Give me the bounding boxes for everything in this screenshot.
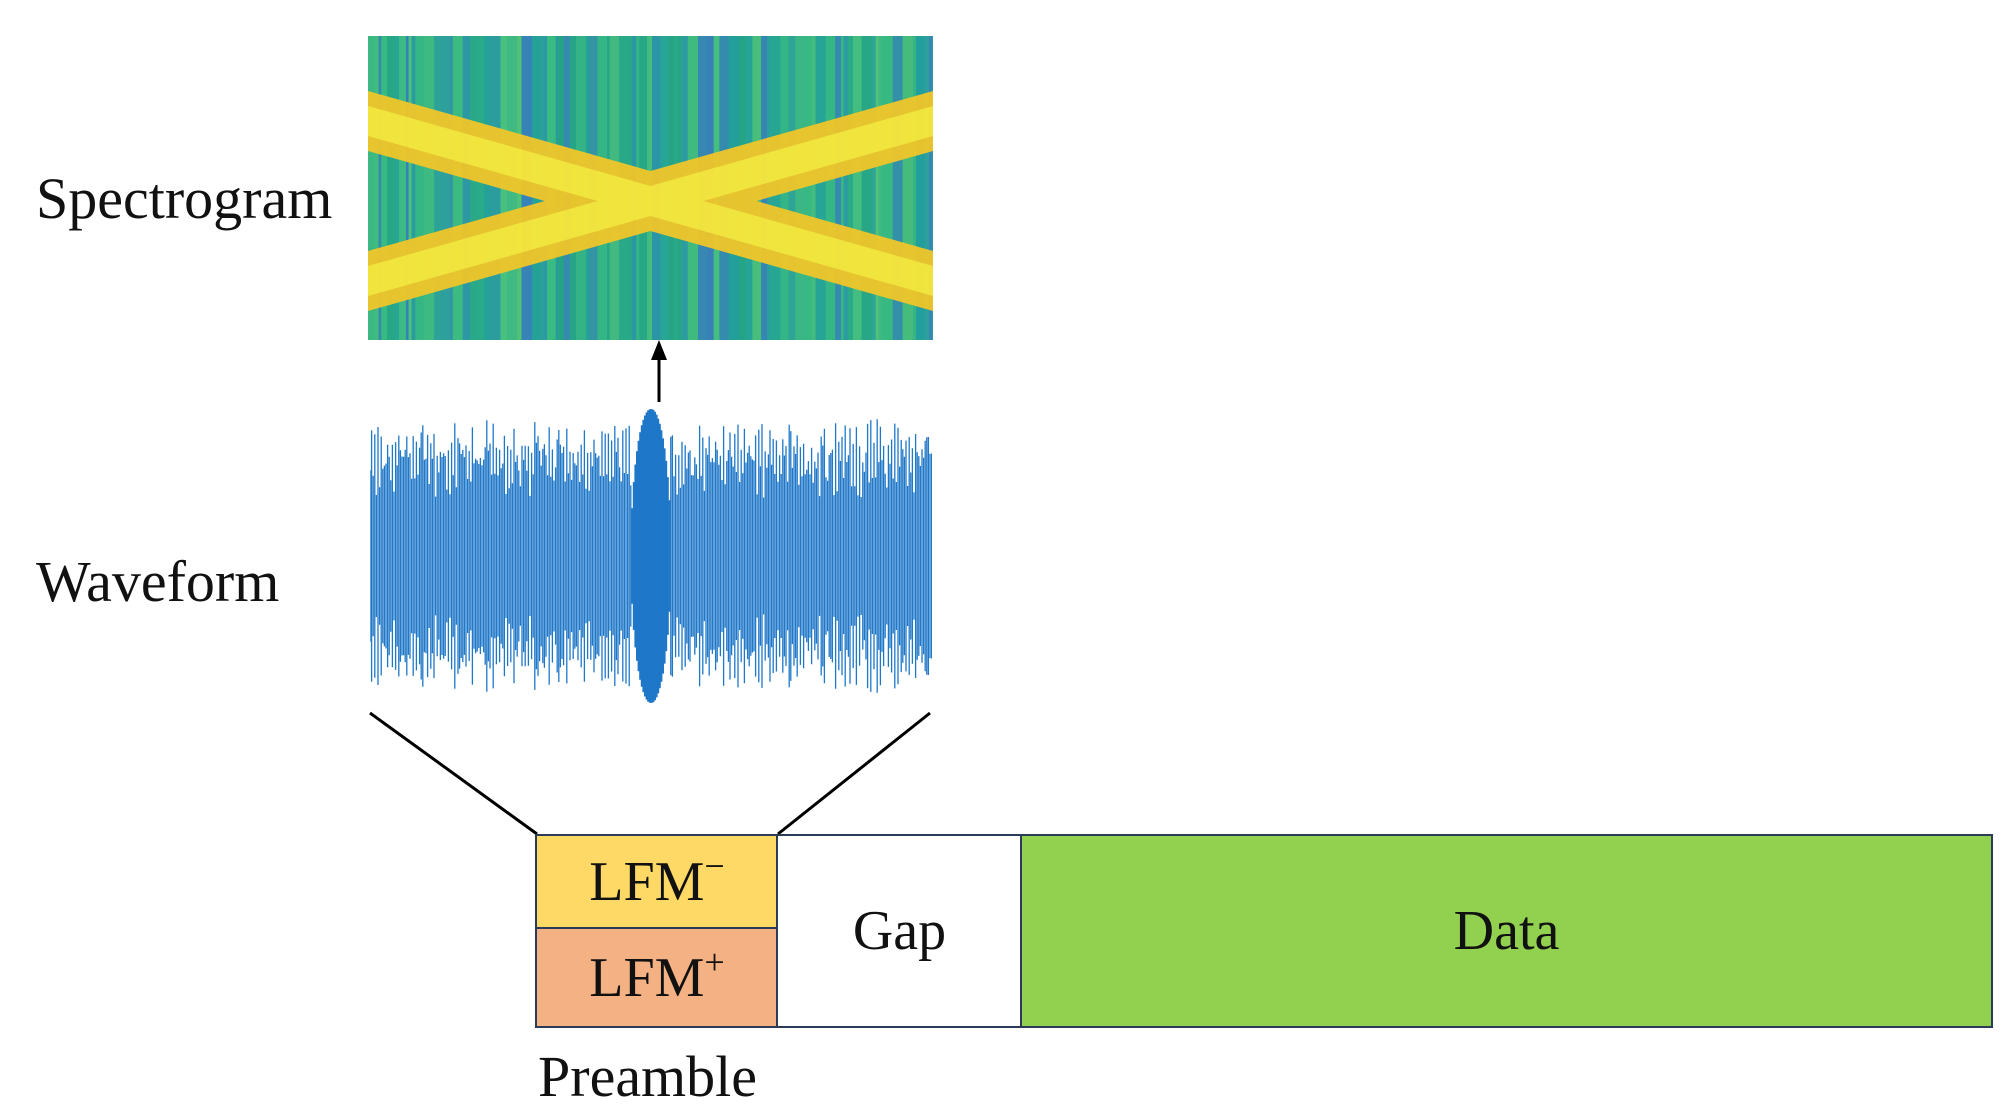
spectrogram-image <box>368 36 933 340</box>
lfm-plus-block: LFM+ <box>535 927 779 1028</box>
spectrogram-stripe <box>484 36 490 340</box>
spectrogram-stripe <box>916 36 925 340</box>
spectrogram-stripe <box>806 36 812 340</box>
spectrogram-stripe <box>368 36 375 340</box>
spectrogram-stripe <box>848 36 853 340</box>
spectrogram-stripe <box>434 36 442 340</box>
preamble-label: Preamble <box>538 1044 758 1109</box>
spectrogram-stripe <box>871 36 876 340</box>
lfm-minus-block: LFM− <box>535 834 779 930</box>
spectrogram-stripe <box>853 36 862 340</box>
arrow-up-icon <box>651 340 667 360</box>
spectrogram-stripe <box>886 36 893 340</box>
spectrogram-stripe <box>374 36 379 340</box>
spectrogram-stripe <box>932 36 933 340</box>
spectrogram-stripe <box>835 36 841 340</box>
spectrogram-stripe <box>825 36 836 340</box>
spectrogram-stripe <box>902 36 914 340</box>
spectrogram-stripe <box>378 36 382 340</box>
spectrogram-stripe <box>913 36 916 340</box>
gap-label: Gap <box>852 900 947 962</box>
spectrogram-stripe <box>406 36 409 340</box>
data-label: Data <box>1453 900 1560 962</box>
spectrogram-stripe <box>411 36 416 340</box>
spectrogram-stripe <box>408 36 412 340</box>
spectrogram-stripe <box>489 36 501 340</box>
spectrogram-stripe <box>394 36 399 340</box>
spectrogram-stripe <box>929 36 933 340</box>
spectrogram-stripe <box>875 36 879 340</box>
spectrogram-stripe <box>892 36 903 340</box>
spectrogram-stripe <box>841 36 844 340</box>
data-block: Data <box>1020 834 1993 1028</box>
spectrogram-stripe <box>441 36 451 340</box>
lfm-minus-label: LFM− <box>589 846 725 913</box>
spectrogram-stripe <box>399 36 406 340</box>
spectrogram-label: Spectrogram <box>36 166 333 231</box>
waveform-label: Waveform <box>36 549 280 614</box>
spectrogram-stripe <box>924 36 929 340</box>
spectrogram-stripe <box>450 36 453 340</box>
spectrogram-stripe <box>843 36 848 340</box>
zoom-line-right <box>777 711 931 836</box>
spectrogram-stripe <box>452 36 463 340</box>
waveform-plot <box>370 409 932 703</box>
spectrogram-stripe <box>381 36 387 340</box>
spectrogram-stripe <box>387 36 395 340</box>
zoom-line-left <box>369 711 538 836</box>
spectrogram-stripe <box>861 36 872 340</box>
spectrogram-stripe <box>415 36 424 340</box>
spectrogram-stripe <box>815 36 826 340</box>
spectrogram-stripe <box>811 36 816 340</box>
spectrogram-chirps <box>368 91 933 311</box>
spectrogram-stripe <box>878 36 882 340</box>
spectrogram-stripe <box>423 36 435 340</box>
spectrogram-stripe <box>462 36 471 340</box>
gap-block: Gap <box>776 834 1023 1028</box>
spectrogram-stripe <box>470 36 479 340</box>
lfm-plus-label: LFM+ <box>589 941 725 1009</box>
spectrogram-stripe <box>478 36 485 340</box>
spectrogram-stripe <box>881 36 887 340</box>
